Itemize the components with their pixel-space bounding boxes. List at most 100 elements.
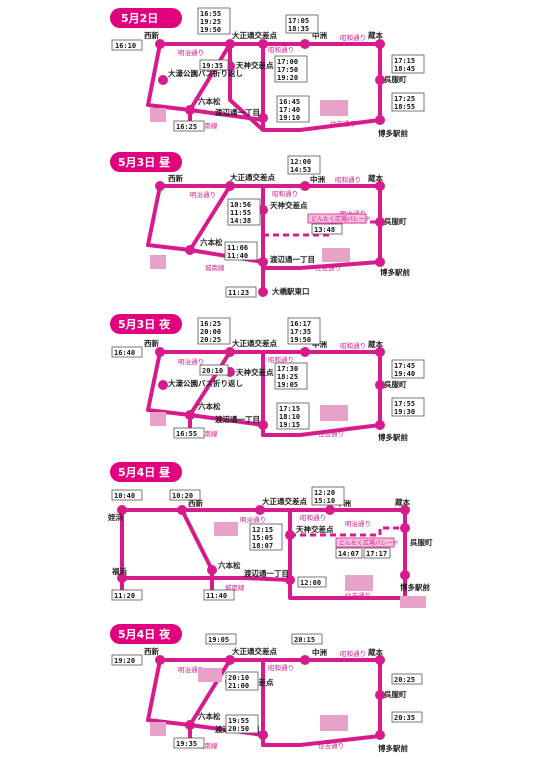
node-roppon — [207, 565, 217, 575]
time-otemon-2: 19:25 — [200, 18, 221, 26]
time-watanabe-3: 19:10 — [279, 114, 300, 122]
time-roppon: 16:55 — [176, 430, 197, 438]
time-box — [391, 92, 425, 112]
time-hakata: 20:35 — [394, 714, 415, 722]
road-showa-2: 昭和通り — [340, 649, 366, 658]
time-tenjin-2: 21:00 — [228, 682, 249, 690]
label-otemon: 大正通交差点 — [230, 172, 275, 182]
road-showa: 昭和通り — [300, 513, 326, 522]
time-watanabe-2: 17:40 — [279, 106, 300, 114]
route-line — [189, 413, 264, 427]
node-ohori — [158, 380, 168, 390]
node-nishijin — [155, 655, 165, 665]
time-tenjin-1: 20:10 — [228, 674, 249, 682]
time-tenjin-3: 18:07 — [252, 542, 273, 550]
label-hyogo: 呉服町 — [384, 216, 407, 226]
time-nishijin: 16:10 — [115, 42, 136, 50]
label-roppon: 六本松 — [198, 401, 221, 411]
node-nishijin — [155, 181, 165, 191]
map-title-badge — [110, 314, 182, 334]
map-title-badge — [110, 8, 182, 28]
time-hyogo: 20:25 — [394, 676, 415, 684]
time-box — [335, 547, 363, 559]
route-line — [189, 108, 264, 122]
node-hakata — [375, 420, 385, 430]
shrine-icon — [320, 100, 348, 116]
time-tenjin-3: 19:20 — [277, 74, 298, 82]
node-ohori — [158, 75, 168, 85]
time-box — [205, 633, 237, 645]
node-hyogo — [375, 690, 385, 700]
node-nakasu — [300, 181, 310, 191]
parade-route — [290, 526, 405, 537]
road-jonan: 城南線 — [205, 263, 225, 272]
time-watanabe-1: 17:15 — [279, 405, 300, 413]
label-nakasu: 中洲 — [310, 174, 325, 184]
time-watanabe-2: 20:50 — [228, 725, 249, 733]
node-fukuhama — [117, 573, 127, 583]
time-nishijin: 19:20 — [114, 657, 135, 665]
node-gofuku — [375, 655, 385, 665]
map-may2: 5月2日 西新 大正通交差点 中洲 蔵本 天神交差点 六本松 渡辺通一丁目 博多… — [110, 7, 425, 138]
label-gofuku: 蔵本 — [368, 339, 383, 349]
time-meinohama: 10:40 — [114, 492, 135, 500]
time-box — [391, 711, 423, 723]
node-hyogo — [400, 523, 410, 533]
time-otemon: 19:05 — [208, 636, 229, 644]
node-gofuku — [400, 505, 410, 515]
route-line — [160, 184, 382, 270]
label-hyogo: 呉服町 — [410, 537, 433, 547]
time-box — [111, 346, 143, 358]
time-nakasu-3: 19:50 — [290, 336, 311, 344]
node-tenjin — [285, 530, 295, 540]
label-nishijin: 西新 — [144, 30, 159, 40]
time-tenjin-1: 17:30 — [277, 365, 298, 373]
label-hakata: 博多駅前 — [378, 743, 408, 753]
time-watanabe-1: 19:55 — [228, 717, 249, 725]
time-box — [276, 95, 310, 123]
node-hyogo — [375, 380, 385, 390]
time-box — [224, 241, 258, 261]
node-gofuku — [375, 181, 385, 191]
label-watanabe: 渡辺通一丁目 — [244, 568, 289, 578]
node-hakata — [400, 570, 410, 580]
time-otemon-2: 20:00 — [200, 328, 221, 336]
label-otemon: 大正通交差点 — [232, 646, 277, 656]
map-title-badge — [110, 624, 182, 644]
time-fukuhama: 11:20 — [114, 592, 135, 600]
label-tenjin: 天神交差点 — [296, 524, 334, 534]
time-box — [199, 364, 229, 376]
road-meiji: 明治通り — [240, 515, 266, 524]
label-roppon: 六本松 — [218, 560, 241, 570]
map-may4-night: 5月4日 夜 西新 大正通交差点 中洲 蔵本 天神交差点 六本松 渡辺通一丁目 … — [110, 624, 423, 753]
label-hakata: 博多駅前 — [378, 128, 408, 138]
shrine-icon — [320, 405, 348, 421]
node-ohashi — [258, 287, 268, 297]
time-ohashi: 11:23 — [228, 289, 249, 297]
label-tenjin: 天神交差点 — [236, 367, 274, 377]
road-showa-2: 昭和通り — [335, 175, 361, 184]
time-box — [203, 589, 235, 601]
time-box — [199, 59, 229, 71]
time-box — [391, 673, 423, 685]
label-ohori: 大濠公園バス折り返し — [168, 378, 243, 388]
map-may4-day: 5月4日 昼 姪浜 西新 大正通交差点 中洲 蔵本 天神交差点 六本松 渡辺通一… — [107, 462, 433, 608]
road-meiji-2: 明治通り — [340, 209, 366, 218]
map-title: 5月4日 昼 — [118, 466, 171, 479]
node-roppon — [185, 720, 195, 730]
label-nakasu: 中洲 — [312, 30, 327, 40]
label-watanabe: 渡辺通一丁目 — [215, 107, 260, 117]
time-box — [291, 633, 323, 645]
node-gofuku — [375, 39, 385, 49]
parade-ribbon — [335, 537, 395, 548]
time-tenjin-2: 18:25 — [277, 373, 298, 381]
label-watanabe: 渡辺通一丁目 — [270, 254, 315, 264]
time-tenjin-3: 14:38 — [230, 217, 251, 225]
time-nishijin: 16:40 — [114, 349, 135, 357]
node-otemon — [225, 181, 235, 191]
node-nakasu — [300, 655, 310, 665]
time-box — [311, 486, 345, 506]
node-watanabe — [285, 575, 295, 585]
road-sumiyoshi: 住吉通り — [318, 741, 344, 750]
